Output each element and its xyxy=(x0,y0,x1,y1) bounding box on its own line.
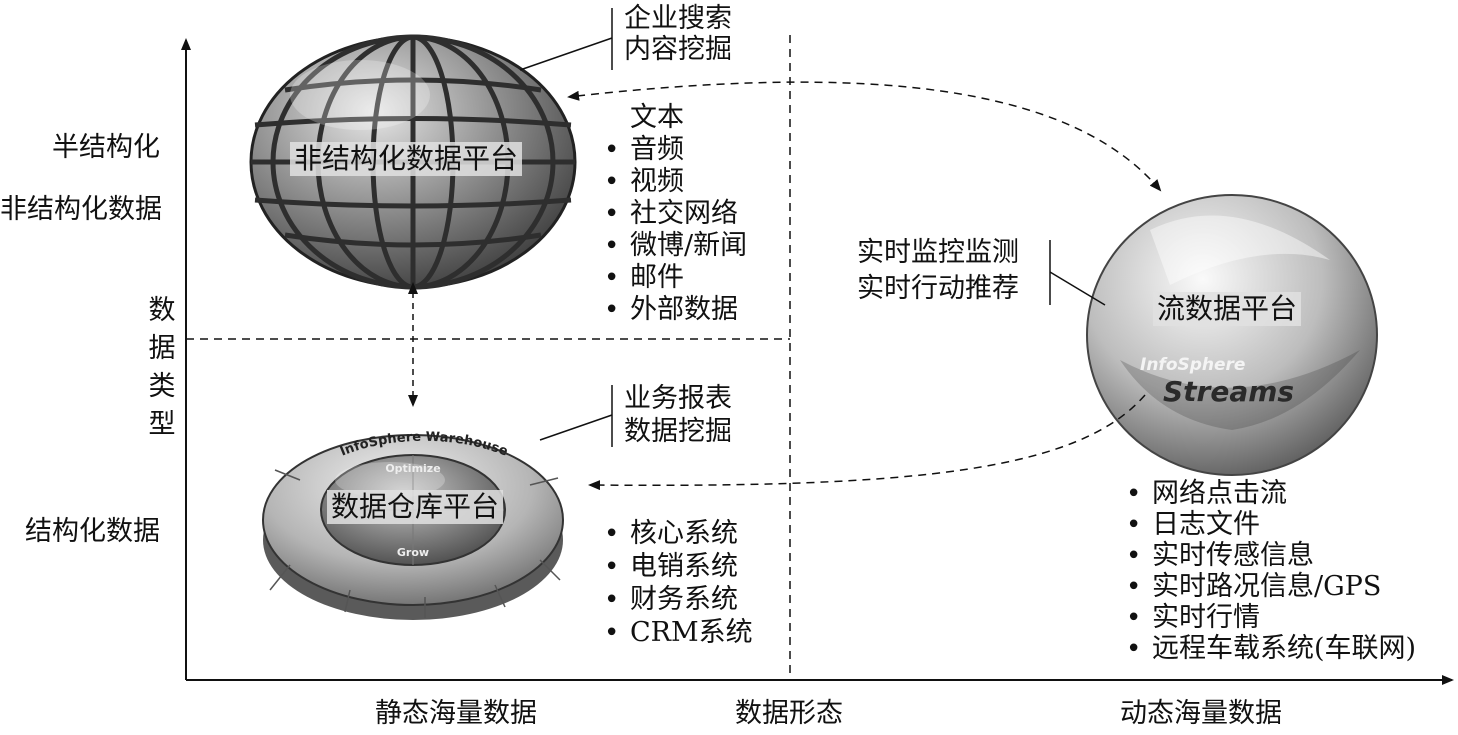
unstructured-callout-2: 内容挖掘 xyxy=(624,34,732,65)
unstructured-callout-1: 企业搜索 xyxy=(624,3,732,34)
streams-logo-bottom: Streams xyxy=(1163,375,1295,408)
list-item: 日志文件 xyxy=(1126,511,1260,538)
x-axis-title: 数据形态 xyxy=(735,698,843,729)
y-label-structured: 结构化数据 xyxy=(25,516,160,547)
streams-callout-2: 实时行动推荐 xyxy=(857,273,1019,304)
list-item: 视频 xyxy=(604,168,684,195)
list-item: 财务系统 xyxy=(604,586,738,613)
list-item: 实时路况信息/GPS xyxy=(1126,573,1381,600)
list-item: 邮件 xyxy=(604,264,684,291)
y-label-semi-structured: 半结构化 xyxy=(52,132,160,163)
streams-callout-1: 实时监控监测 xyxy=(857,237,1019,268)
warehouse-callout-1: 业务报表 xyxy=(624,383,732,414)
list-item: 外部数据 xyxy=(604,296,738,323)
list-item: 电销系统 xyxy=(604,553,738,580)
optimize-label: Optimize xyxy=(385,462,440,475)
streams-sphere-icon xyxy=(1086,194,1378,476)
list-item: 核心系统 xyxy=(604,520,738,547)
return-arrow xyxy=(588,394,1146,491)
x-label-static: 静态海量数据 xyxy=(375,698,537,729)
callout-lines xyxy=(519,8,1106,447)
list-item: 实时行情 xyxy=(1126,604,1260,631)
list-item: 社交网络 xyxy=(604,200,738,227)
y-title-char: 据 xyxy=(148,333,176,364)
unstructured-heading: 文本 xyxy=(630,102,684,133)
streams-logo-top: InfoSphere xyxy=(1140,355,1246,375)
list-item: 网络点击流 xyxy=(1126,480,1287,507)
list-item: CRM系统 xyxy=(604,619,753,646)
list-item: 远程车载系统(车联网) xyxy=(1126,635,1416,662)
grow-label: Grow xyxy=(397,546,429,559)
warehouse-platform-label: 数据仓库平台 xyxy=(327,490,504,524)
list-item: 实时传感信息 xyxy=(1126,542,1314,569)
y-label-unstructured: 非结构化数据 xyxy=(0,194,162,225)
curved-double-arrow xyxy=(567,81,1162,192)
y-axis-title: 数 据 类 型 xyxy=(147,292,177,444)
list-item: 微博/新闻 xyxy=(604,232,747,259)
x-label-dynamic: 动态海量数据 xyxy=(1120,698,1282,729)
streams-platform-label: 流数据平台 xyxy=(1153,292,1302,326)
y-title-char: 数 xyxy=(148,295,176,326)
y-title-char: 型 xyxy=(148,409,176,440)
list-item: 音频 xyxy=(604,136,684,163)
warehouse-callout-2: 数据挖掘 xyxy=(624,416,732,447)
warehouse-disk-icon: InfoSphere Warehouse Optimize Grow xyxy=(262,430,564,620)
unstructured-platform-label: 非结构化数据平台 xyxy=(290,142,523,176)
y-title-char: 类 xyxy=(148,371,176,402)
